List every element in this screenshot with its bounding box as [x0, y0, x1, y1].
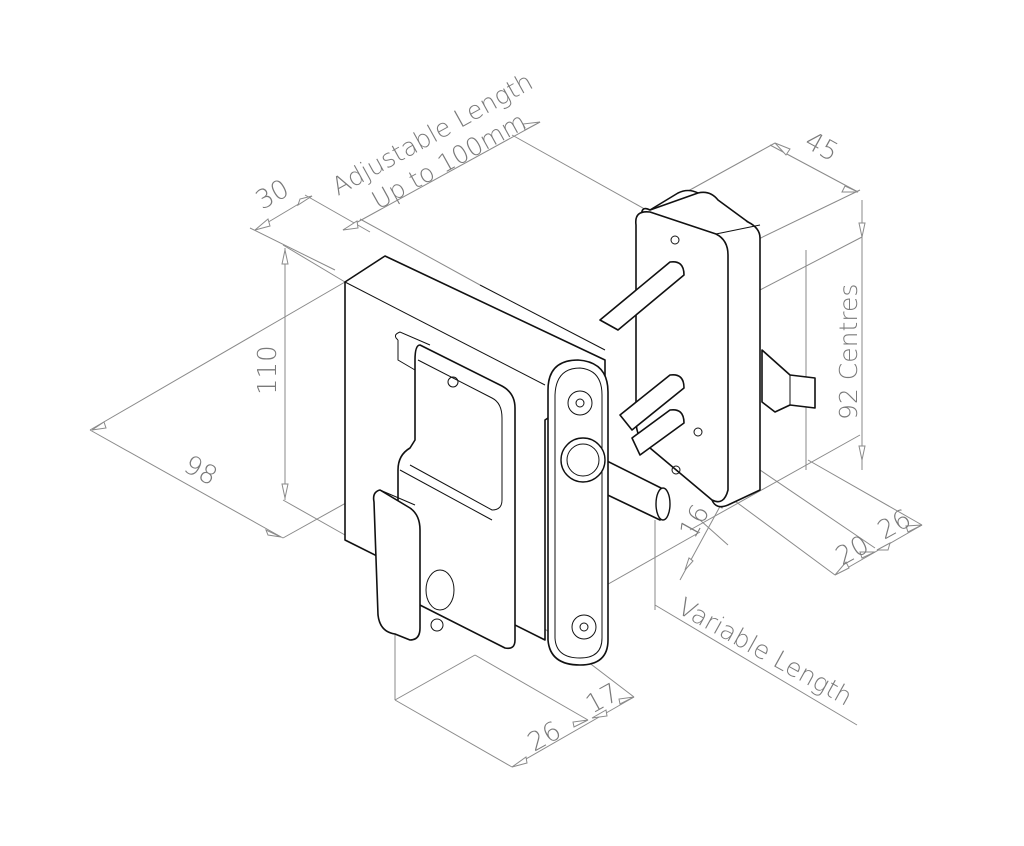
- rear-lock-housing: [634, 189, 816, 508]
- label-rear-offset-20: 20: [831, 530, 874, 572]
- label-top-depth-30: 30: [251, 174, 294, 216]
- label-height-110: 110: [253, 345, 283, 395]
- label-front-depth-26: 26: [523, 716, 566, 758]
- label-width-98: 98: [179, 450, 222, 492]
- label-spindle-16: 16: [674, 500, 716, 543]
- label-variable-length: Variable Length: [673, 592, 857, 712]
- front-lock-body: [344, 255, 609, 666]
- label-rear-offset-26: 26: [873, 504, 916, 546]
- label-rear-depth-45: 45: [800, 126, 843, 168]
- label-92-centres: 92 Centres: [834, 284, 863, 420]
